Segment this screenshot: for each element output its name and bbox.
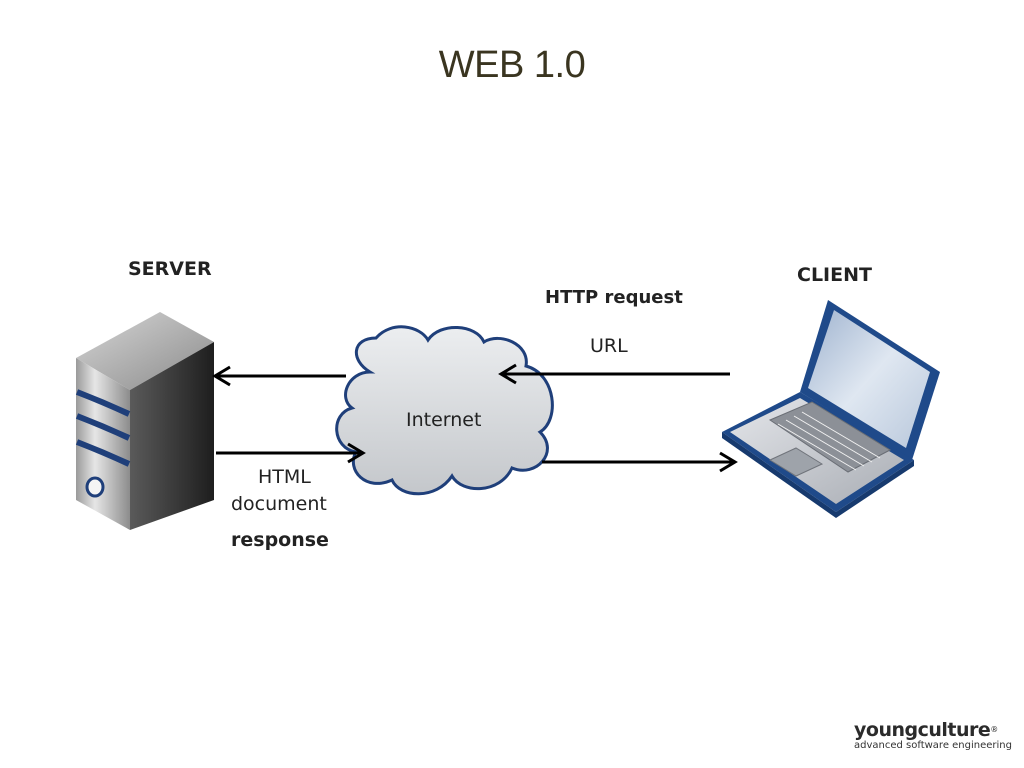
brand-name: youngculture® bbox=[854, 720, 1012, 740]
client-label: CLIENT bbox=[797, 264, 872, 286]
internet-label: Internet bbox=[406, 409, 482, 431]
slide-title: WEB 1.0 bbox=[438, 44, 586, 86]
response-label: response bbox=[231, 529, 329, 551]
arrow-cloud-to-server bbox=[212, 365, 346, 387]
html-label: HTML bbox=[258, 466, 311, 488]
brand-tagline: advanced software engineering bbox=[854, 740, 1012, 751]
brand-name-text: youngculture bbox=[854, 719, 991, 741]
internet-cloud-icon bbox=[335, 325, 554, 496]
http-request-label: HTTP request bbox=[545, 287, 683, 308]
arrow-client-to-cloud bbox=[498, 363, 730, 385]
arrow-cloud-to-client bbox=[542, 451, 738, 473]
laptop-icon bbox=[722, 300, 940, 518]
server-icon bbox=[75, 312, 214, 530]
brand-logo: youngculture® advanced software engineer… bbox=[854, 720, 1012, 752]
url-label: URL bbox=[590, 335, 628, 357]
document-label: document bbox=[231, 493, 327, 515]
server-label: SERVER bbox=[128, 258, 212, 280]
brand-registered-mark: ® bbox=[990, 725, 998, 734]
arrow-server-to-cloud bbox=[216, 442, 366, 464]
